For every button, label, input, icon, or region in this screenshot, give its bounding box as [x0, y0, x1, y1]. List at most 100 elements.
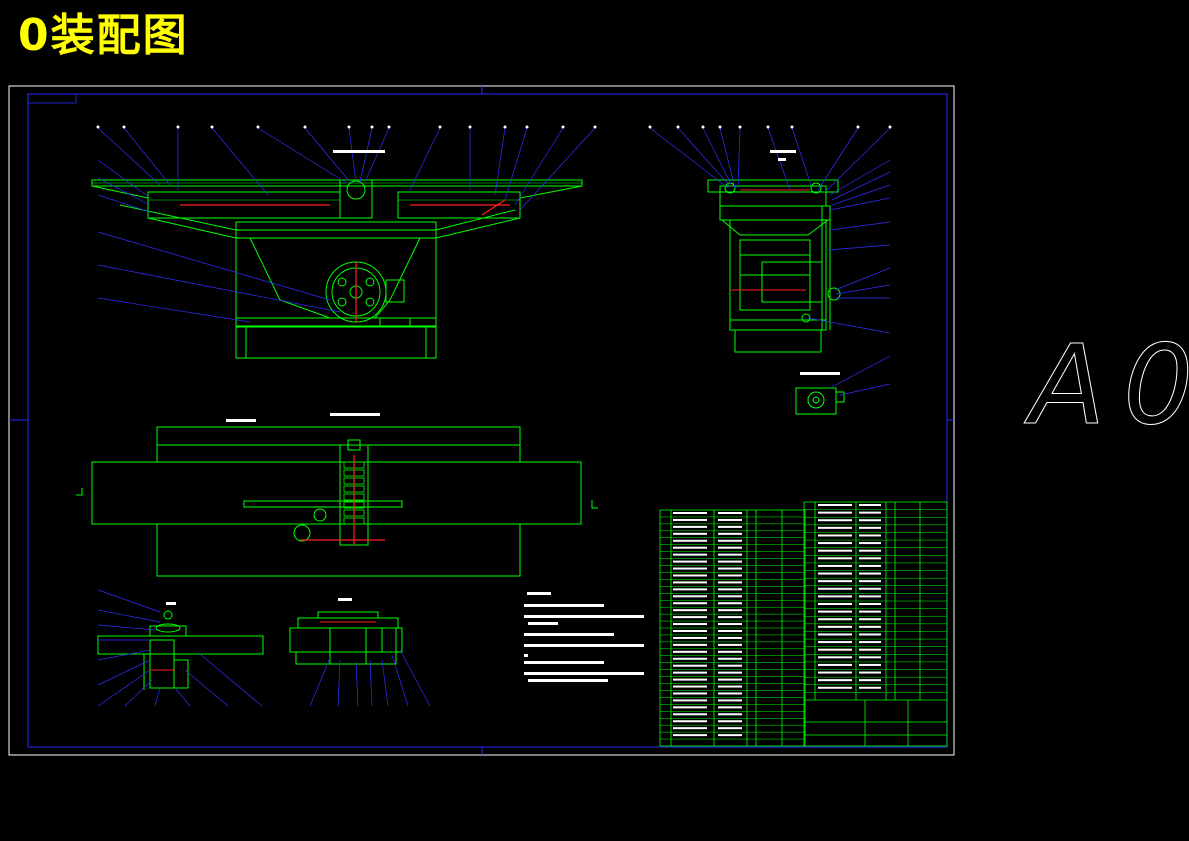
- table-cell-text: [718, 525, 742, 528]
- table-cell-text: [859, 519, 881, 522]
- table-cell-text: [718, 685, 742, 688]
- table-cell-text: [818, 542, 852, 545]
- side-view-section-a-a: [707, 179, 841, 353]
- table-cell-text: [718, 664, 742, 667]
- technical-requirements: [524, 592, 644, 682]
- table-cell-text: [673, 692, 707, 695]
- table-cell-text: [673, 643, 707, 646]
- table-cell-text: [859, 648, 881, 651]
- table-cell-text: [818, 656, 852, 659]
- table-cell-text: [859, 557, 881, 560]
- table-cell-text: [673, 609, 707, 612]
- table-cell-text: [673, 525, 707, 528]
- table-cell-text: [818, 618, 852, 621]
- table-cell-text: [718, 720, 742, 723]
- table-cell-text: [859, 603, 881, 605]
- table-cell-text: [818, 580, 852, 583]
- table-cell-text: [718, 553, 742, 556]
- section-view-lower-left: [97, 610, 264, 690]
- table-cell-text: [673, 512, 707, 514]
- table-cell-text: [859, 572, 881, 575]
- table-cell-text: [859, 679, 881, 682]
- table-cell-text: [818, 625, 852, 628]
- view-labels: [166, 150, 840, 605]
- table-cell-text: [673, 616, 707, 619]
- table-cell-text: [673, 727, 707, 730]
- table-cell-text: [859, 656, 881, 659]
- table-cell-text: [818, 641, 852, 644]
- side-view-highlights: [730, 189, 810, 291]
- table-cell-text: [859, 511, 881, 514]
- table-cell-text: [718, 734, 742, 737]
- table-cell-text: [818, 686, 852, 689]
- drawing-number-box: [27, 93, 77, 104]
- table-cell-text: [718, 581, 742, 584]
- front-view-callouts: [96, 125, 597, 129]
- table-cell-text: [673, 623, 707, 626]
- table-cell-text: [718, 650, 742, 653]
- table-cell-text: [859, 526, 881, 529]
- drawing-title: 0装配图: [18, 10, 189, 61]
- table-cell-text: [859, 625, 881, 628]
- table-cell-text: [718, 546, 742, 549]
- table-cell-text: [673, 657, 707, 660]
- table-cell-text: [818, 549, 852, 552]
- table-cell-text: [859, 610, 881, 613]
- table-cell-text: [673, 539, 707, 542]
- table-cell-text: [859, 564, 881, 567]
- table-cell-text: [718, 609, 742, 612]
- table-cell-text: [859, 641, 881, 644]
- table-cell-text: [718, 678, 742, 681]
- top-view-highlights: [300, 455, 385, 545]
- table-cell-text: [818, 595, 852, 598]
- table-cell-text: [718, 643, 742, 646]
- table-cell-text: [818, 663, 852, 666]
- table-cell-text: [718, 518, 742, 521]
- table-cell-text: [673, 713, 707, 716]
- sheet-size-label: A0: [1029, 321, 1189, 449]
- table-cell-text: [818, 572, 852, 575]
- table-cell-text: [673, 678, 707, 681]
- table-cell-text: [718, 713, 742, 716]
- table-cell-text: [718, 539, 742, 542]
- top-view: [76, 426, 598, 577]
- side-view-callouts: [648, 125, 892, 129]
- table-cell-text: [673, 734, 707, 737]
- front-view-highlights: [180, 199, 510, 322]
- table-cell-text: [818, 511, 852, 514]
- table-cell-text: [718, 602, 742, 605]
- table-cell-text: [718, 623, 742, 626]
- side-view-leaders: [649, 127, 891, 334]
- table-cell-text: [718, 671, 742, 674]
- table-cell-text: [718, 560, 742, 563]
- table-cell-text: [718, 692, 742, 695]
- table-cell-text: [673, 650, 707, 653]
- table-cell-text: [818, 671, 852, 674]
- table-cell-text: [673, 560, 707, 563]
- table-cell-text: [673, 574, 707, 577]
- table-cell-text: [818, 587, 852, 590]
- table-cell-text: [673, 699, 707, 702]
- table-cell-text: [718, 567, 742, 570]
- table-cell-text: [718, 636, 742, 639]
- table-cell-text: [673, 630, 707, 632]
- table-cell-text: [718, 588, 742, 591]
- section-view-c-c: [289, 611, 403, 665]
- table-cell-text: [673, 706, 707, 709]
- table-cell-text: [673, 671, 707, 674]
- table-cell-text: [859, 595, 881, 598]
- table-cell-text: [718, 595, 742, 598]
- table-cell-text: [673, 518, 707, 521]
- table-cell-text: [818, 557, 852, 560]
- table-cell-text: [859, 580, 881, 583]
- table-cell-text: [859, 686, 881, 689]
- front-view: [91, 179, 583, 359]
- table-cell-text: [859, 587, 881, 590]
- table-cell-text: [818, 648, 852, 651]
- table-cell-text: [818, 519, 852, 522]
- table-cell-text: [859, 534, 881, 537]
- table-cell-text: [673, 685, 707, 688]
- table-cell-text: [673, 567, 707, 570]
- table-cell-text: [859, 633, 881, 636]
